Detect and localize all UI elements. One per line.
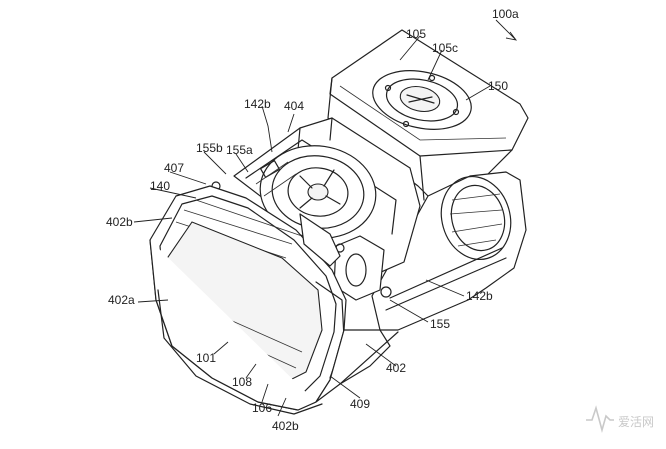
label-100a: 100a	[492, 7, 519, 21]
label-155: 155	[430, 317, 450, 331]
leader-lines	[133, 19, 518, 417]
watermark-text: 爱活网	[618, 415, 654, 429]
label-108: 108	[232, 375, 252, 389]
label-155b: 155b	[196, 141, 223, 155]
rear-housing	[371, 171, 527, 331]
label-402b-left: 402b	[106, 215, 133, 229]
label-402a: 402a	[108, 293, 135, 307]
watermark: 爱活网	[586, 405, 654, 433]
label-142b-top: 142b	[244, 97, 271, 111]
label-142b-right: 142b	[466, 289, 493, 303]
label-140: 140	[150, 179, 170, 193]
label-106: 106	[252, 401, 272, 415]
reference-labels: 100a 105 105c 150 142b 404 155b 155a 407…	[106, 7, 519, 433]
label-402b-bottom: 402b	[272, 419, 299, 433]
label-155a: 155a	[226, 143, 253, 157]
label-407: 407	[164, 161, 184, 175]
frame-assembly	[211, 117, 421, 301]
label-105: 105	[406, 27, 426, 41]
label-105c: 105c	[432, 41, 458, 55]
label-404: 404	[284, 99, 304, 113]
label-402: 402	[386, 361, 406, 375]
label-409: 409	[350, 397, 370, 411]
upper-housing	[327, 29, 529, 201]
label-101: 101	[196, 351, 216, 365]
pulse-wave-icon	[586, 405, 614, 433]
base-409	[149, 239, 399, 415]
label-150: 150	[488, 79, 508, 93]
